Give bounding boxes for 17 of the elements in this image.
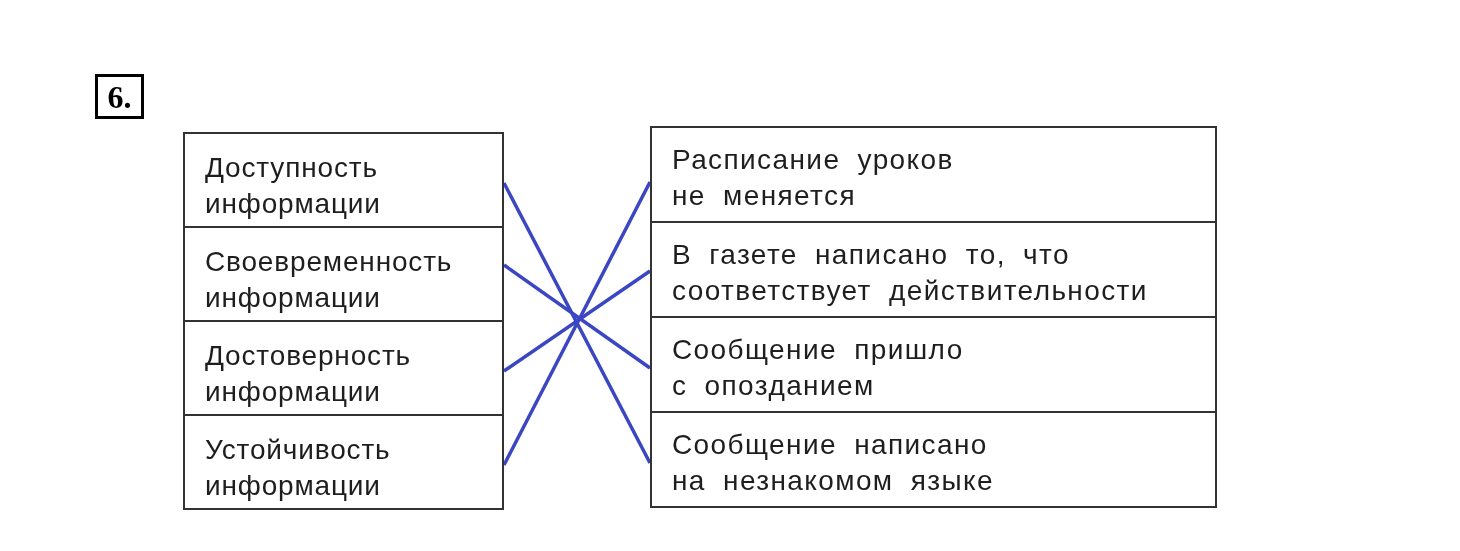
statement-text: В газете написано то, что соответствует действительности bbox=[672, 238, 1149, 308]
property-box bbox=[183, 226, 504, 322]
property-box bbox=[183, 320, 504, 416]
statement-text: Сообщение пришло с опозданием bbox=[672, 333, 965, 403]
statement-box bbox=[650, 126, 1217, 223]
statement-box bbox=[650, 316, 1217, 413]
statement-box bbox=[650, 411, 1217, 508]
statement-text: Расписание уроков не меняется bbox=[672, 143, 955, 213]
task-number: 6. bbox=[95, 74, 144, 119]
property-text: Достоверность информации bbox=[205, 339, 412, 409]
property-text: Доступность информации bbox=[205, 151, 382, 221]
statement-text: Сообщение написано на незнакомом языке bbox=[672, 428, 995, 498]
property-box bbox=[183, 414, 504, 510]
property-text: Устойчивость информации bbox=[205, 433, 392, 503]
property-box bbox=[183, 132, 504, 228]
property-text: Своевременность информации bbox=[205, 245, 454, 315]
statement-box bbox=[650, 221, 1217, 318]
